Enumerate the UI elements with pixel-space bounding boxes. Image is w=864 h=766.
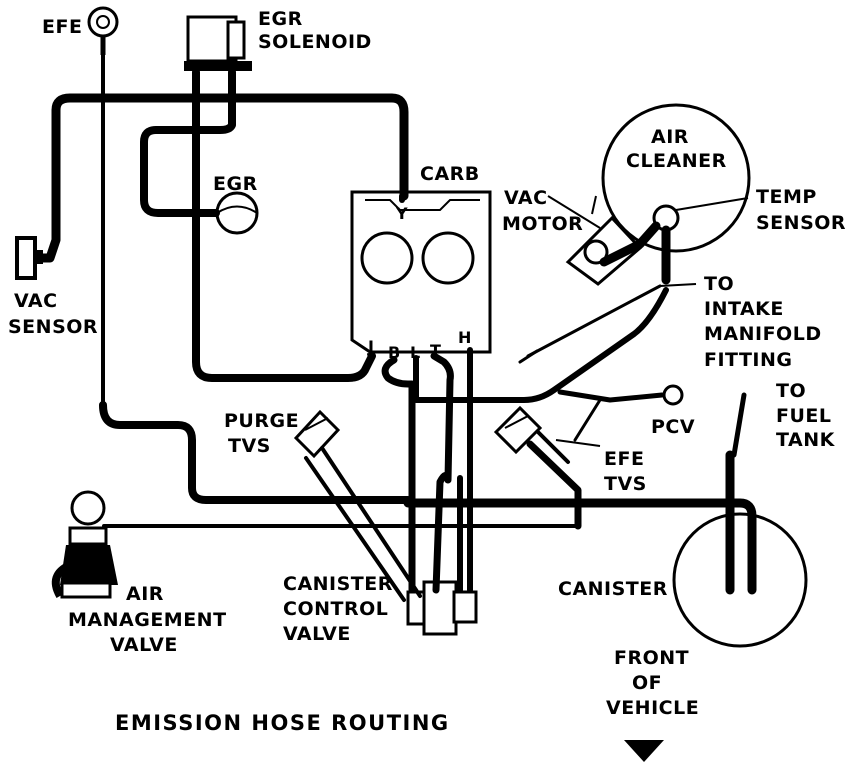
hose-lines [35, 68, 757, 602]
egr-solenoid [184, 15, 252, 71]
leader-lines [547, 195, 749, 447]
purge-tvs [293, 409, 341, 459]
label-fuel-tank-2: FUEL [776, 405, 832, 427]
label-front-3: VEHICLE [606, 697, 699, 719]
air-management-valve [51, 490, 118, 599]
label-front-1: FRONT [614, 647, 689, 669]
label-air-cleaner-1: AIR [651, 126, 689, 148]
label-intake-4: FITTING [704, 349, 792, 371]
label-efe-tvs-1: EFE [604, 448, 644, 470]
efe-sensor [87, 6, 119, 410]
label-temp-sensor-1: TEMP [756, 186, 817, 208]
label-canister: CANISTER [558, 578, 668, 600]
label-temp-sensor-2: SENSOR [756, 212, 846, 234]
port-b: B [388, 343, 400, 362]
label-intake-2: INTAKE [704, 298, 784, 320]
label-air-cleaner-2: CLEANER [626, 150, 727, 172]
port-j: J [367, 337, 374, 356]
label-canister-ctrl-1: CANISTER [283, 573, 393, 595]
port-y: Y [395, 204, 408, 223]
label-air-mgmt-1: AIR [126, 583, 164, 605]
label-egr-solenoid-1: EGR [258, 8, 303, 30]
front-arrow-icon [624, 740, 664, 762]
label-air-mgmt-3: VALVE [110, 634, 178, 656]
label-egr: EGR [213, 173, 258, 195]
label-purge-tvs-2: TVS [228, 435, 271, 457]
label-carb: CARB [420, 163, 480, 185]
label-egr-solenoid-2: SOLENOID [258, 31, 372, 53]
port-l: L [410, 343, 420, 362]
canister [672, 512, 808, 648]
label-vac-motor-2: MOTOR [502, 213, 583, 235]
label-pcv: PCV [651, 416, 695, 438]
efe-tvs [493, 405, 543, 455]
label-front-2: OF [632, 672, 662, 694]
label-air-mgmt-2: MANAGEMENT [68, 609, 227, 631]
diagram-title: EMISSION HOSE ROUTING [115, 711, 450, 735]
canister-control-valve [406, 580, 478, 636]
label-fuel-tank-3: TANK [776, 429, 836, 451]
label-efe: EFE [42, 16, 82, 38]
egr-valve [215, 191, 259, 235]
label-vac-sensor-1: VAC [14, 290, 58, 312]
label-vac-sensor-2: SENSOR [8, 316, 98, 338]
label-purge-tvs-1: PURGE [224, 410, 299, 432]
pcv-valve [662, 384, 684, 406]
carburetor [350, 190, 492, 354]
port-t: T [430, 341, 441, 360]
label-canister-ctrl-3: VALVE [283, 623, 351, 645]
air-cleaner [601, 103, 751, 253]
port-h: H [458, 328, 471, 347]
label-intake-1: TO [704, 273, 734, 295]
label-efe-tvs-2: TVS [604, 473, 647, 495]
label-fuel-tank-1: TO [776, 380, 806, 402]
label-vac-motor-1: VAC [504, 187, 548, 209]
label-canister-ctrl-2: CONTROL [283, 598, 388, 620]
label-intake-3: MANIFOLD [704, 323, 822, 345]
